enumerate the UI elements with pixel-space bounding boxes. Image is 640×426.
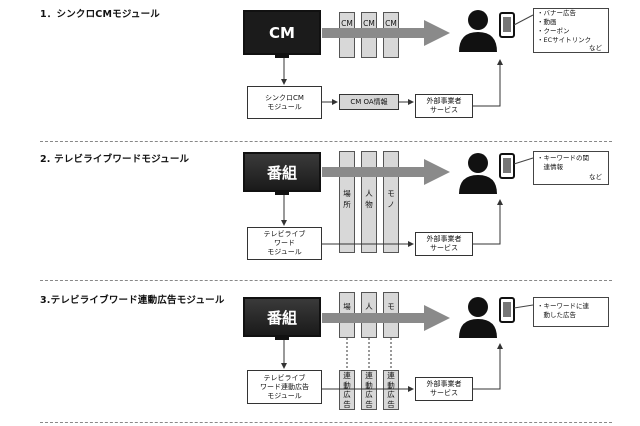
callout-item: ・動画 <box>537 18 557 26</box>
tv-program: 番組 <box>243 152 321 192</box>
section-3-linked-ad-1: 連 動 広 告 <box>339 370 355 410</box>
column-label: モ ノ <box>387 189 395 209</box>
column-label: 連 動 広 告 <box>365 371 373 409</box>
viewer-person-icon <box>459 153 497 194</box>
callout-item: ・キーワードに連 <box>537 302 589 310</box>
callout-item: ・クーポン <box>537 27 570 35</box>
column-label: 人 物 <box>365 189 373 209</box>
tv-program-label: 番組 <box>266 308 297 327</box>
section-3-module-box: テレビライブ ワード連動広告 モジュール <box>247 370 322 404</box>
callout-pointer <box>513 14 534 26</box>
section-2-flow-arrow <box>322 159 450 185</box>
tv-stand <box>275 55 289 58</box>
cm-oa-info-box: CM OA情報 <box>339 94 399 110</box>
section-1-title: 1．シンクロCMモジュール <box>40 9 160 20</box>
callout-item: ・バナー広告 <box>537 9 576 17</box>
section-3-external-box: 外部事業者 サービス <box>415 377 473 401</box>
tv-program-label: 番組 <box>266 163 297 182</box>
callout-suffix: など <box>589 44 602 52</box>
callout-item: ・ECサイトリンク <box>537 36 592 44</box>
callout-item: 連情報 <box>537 163 564 171</box>
column-label: 連 動 広 告 <box>343 371 351 409</box>
section-3-linked-ad-2: 連 動 広 告 <box>361 370 377 410</box>
section-3-connectors <box>281 338 503 392</box>
section-2-external-box: 外部事業者 サービス <box>415 232 473 256</box>
section-1-flow-arrow <box>322 20 450 46</box>
column-label: 連 動 広 告 <box>387 371 395 409</box>
section-2-title: 2. テレビライブワードモジュール <box>40 154 190 165</box>
section-divider <box>40 280 612 281</box>
tv-stand <box>275 192 289 195</box>
callout-item: 動した広告 <box>537 311 577 319</box>
viewer-person-icon <box>459 297 497 338</box>
viewer-person-icon <box>459 10 497 52</box>
smartphone-icon <box>499 153 515 179</box>
section-2-connectors <box>281 195 503 247</box>
section-3-title: 3.テレビライブワード連動広告モジュール <box>40 295 225 306</box>
smartphone-icon <box>499 12 515 38</box>
section-3-linked-ad-3: 連 動 広 告 <box>383 370 399 410</box>
section-2-callout <box>533 151 609 185</box>
tv-stand <box>275 337 289 340</box>
callout-pointer <box>513 304 534 309</box>
section-1-external-box: 外部事業者 サービス <box>415 94 473 118</box>
section-1-connectors <box>281 58 503 107</box>
callout-pointer <box>513 157 534 165</box>
smartphone-icon <box>499 297 515 323</box>
section-divider <box>40 422 612 423</box>
callout-item: ・キーワードの関 <box>537 154 589 162</box>
section-divider <box>40 141 612 142</box>
tv-program: 番組 <box>243 297 321 337</box>
section-1-callout <box>533 8 609 53</box>
section-3-flow-arrow <box>322 305 450 331</box>
section-3-callout <box>533 297 609 327</box>
tv-cm-label: CM <box>269 23 295 42</box>
section-2-module-box: テレビライブ ワード モジュール <box>247 227 322 260</box>
callout-suffix: など <box>589 173 602 181</box>
tv-cm: CM <box>243 10 321 55</box>
section-1-module-box: シンクロCM モジュール <box>247 86 322 119</box>
column-label: 場 所 <box>343 189 351 209</box>
